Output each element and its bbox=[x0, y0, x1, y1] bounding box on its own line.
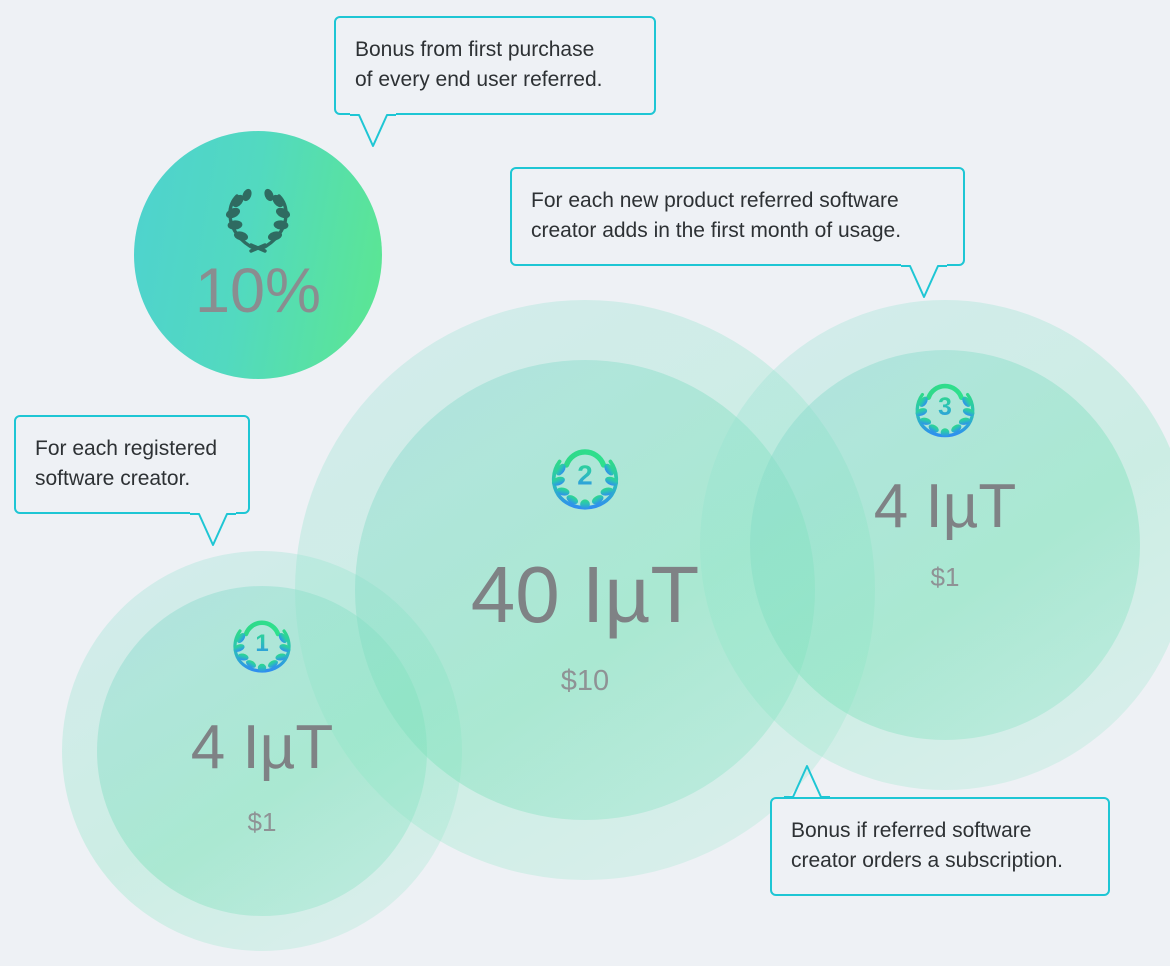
tier-3-core-circle bbox=[750, 350, 1140, 740]
tier-3-price: $1 bbox=[930, 562, 960, 592]
tier-3-group: 3 4 IµT $1 bbox=[845, 378, 1045, 590]
callout-tail-icon bbox=[900, 263, 948, 300]
callout-bubble: Bonus if referred software creator order… bbox=[770, 797, 1110, 896]
callout-subscription-bonus: Bonus if referred software creator order… bbox=[770, 763, 1110, 896]
tier-1-halo-circle bbox=[62, 551, 462, 951]
tier-1-price: $1 bbox=[247, 807, 277, 837]
laurel-wreath-icon bbox=[221, 188, 295, 254]
svg-text:3: 3 bbox=[938, 394, 952, 421]
callout-bubble: For each new product referred software c… bbox=[510, 167, 965, 266]
tier-2-value: 40 IµT bbox=[470, 550, 700, 639]
callout-line: software creator. bbox=[35, 467, 191, 490]
svg-text:1: 1 bbox=[255, 630, 268, 657]
tier-3-halo-circle bbox=[700, 300, 1170, 790]
callout-new-product-bonus: For each new product referred software c… bbox=[510, 167, 965, 298]
tier-2-price: $10 bbox=[560, 665, 610, 697]
callout-line: For each registered bbox=[35, 437, 218, 460]
callout-tail-icon bbox=[783, 763, 831, 800]
tier-1-group: 1 4 IµT $1 bbox=[162, 615, 362, 835]
tier-2-core-circle bbox=[355, 360, 815, 820]
callout-bubble: For each registered software creator. bbox=[14, 415, 250, 514]
percent-value: 10% bbox=[194, 255, 322, 326]
callout-tail-icon bbox=[349, 112, 397, 149]
medal-rank-2-icon: 2 bbox=[543, 443, 627, 517]
callout-tail-icon bbox=[189, 511, 237, 548]
percent-badge-circle: 10% bbox=[134, 131, 382, 379]
tier-1-core-circle bbox=[97, 586, 427, 916]
callout-line: creator adds in the first month of usage… bbox=[531, 219, 902, 242]
tier-3-value: 4 IµT bbox=[873, 472, 1017, 541]
tier-1-value: 4 IµT bbox=[190, 713, 334, 782]
callout-bubble: Bonus from first purchase of every end u… bbox=[334, 16, 656, 115]
svg-text:2: 2 bbox=[577, 460, 592, 491]
tier-2-halo-circle bbox=[295, 300, 875, 880]
callout-first-purchase-bonus: Bonus from first purchase of every end u… bbox=[334, 16, 656, 147]
callout-registered-creator: For each registered software creator. bbox=[14, 415, 250, 546]
callout-line: creator orders a subscription. bbox=[791, 849, 1063, 872]
callout-line: Bonus if referred software bbox=[791, 819, 1032, 842]
callout-line: For each new product referred software bbox=[531, 189, 899, 212]
tier-2-group: 2 40 IµT $10 bbox=[455, 443, 715, 696]
medal-rank-3-icon: 3 bbox=[908, 378, 982, 444]
callout-line: Bonus from first purchase bbox=[355, 38, 595, 61]
medal-rank-1-icon: 1 bbox=[226, 615, 298, 679]
callout-line: of every end user referred. bbox=[355, 68, 603, 91]
